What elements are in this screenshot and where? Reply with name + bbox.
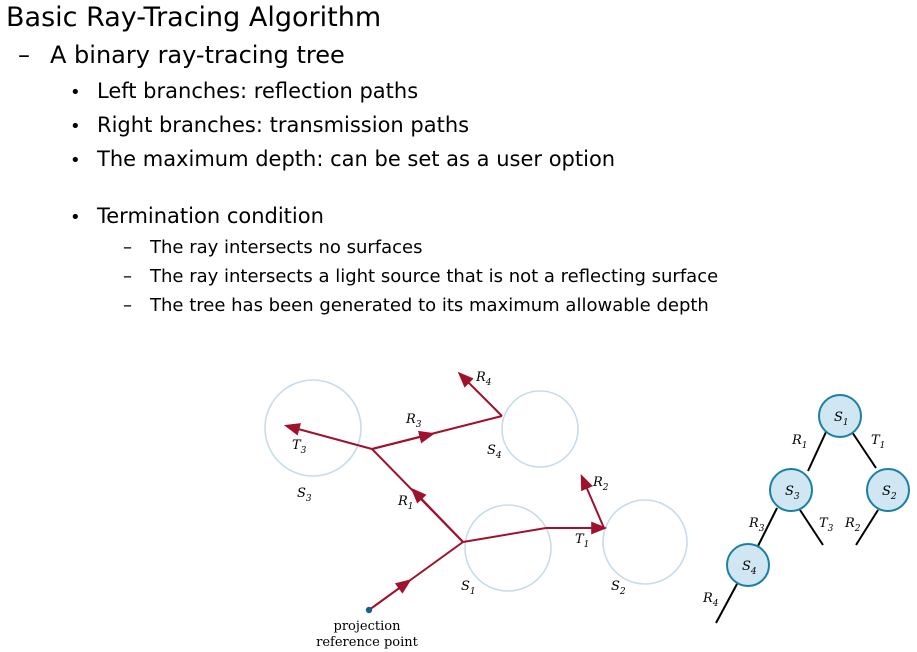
dash-marker: – [123,295,132,316]
edge-s1-s3 [807,431,827,472]
edge-s2-r2 [855,509,879,546]
edge-s4-r4 [715,583,738,624]
edge-s1-s2 [851,431,877,469]
ray-r4 [457,371,503,417]
bullet-text: The maximum depth: can be set as a user … [97,147,616,171]
tree-node-s1-label: S1 [834,410,849,428]
label-r2: R2 [592,475,609,493]
bullet-text: Left branches: reflection paths [97,79,419,103]
label-s2: S2 [611,579,626,597]
projection-reference-point-dot [365,606,373,614]
sphere-s1 [464,504,552,592]
edge-s3-t3 [799,509,824,546]
tree-nodes: S1 S3 S2 S4 [726,394,910,587]
tree-node-s3-label: S3 [785,484,800,502]
bullet-dot: • [70,116,81,137]
label-t3: T3 [292,438,307,456]
ray-r2 [580,474,605,529]
bullet-text: Right branches: transmission paths [97,113,470,137]
tree-node-s4-label: S4 [742,559,757,577]
tree-label-r4: R4 [702,591,719,609]
label-s1: S1 [461,579,476,597]
tree-node-s3 [769,468,813,512]
sub-bullet-no-surfaces: –The ray intersects no surfaces [123,237,423,258]
bullet-dot: • [70,207,81,228]
level1-item: –A binary ray-tracing tree [18,41,345,69]
tree-label-r2: R2 [844,516,861,534]
sphere-s4 [501,390,579,468]
tree-label-r1: R1 [791,433,808,451]
ray-t1 [462,527,547,543]
ray-r1-arrow [410,487,464,543]
tree-node-s1 [818,394,862,438]
sphere-s3 [264,379,362,477]
bullet-item-termination: • Termination condition [70,204,324,228]
tree-node-s2-label: S2 [882,484,897,502]
sub-bullet-text: The tree has been generated to its maxim… [150,295,709,316]
ray-r3-arrow [371,430,436,450]
dash-marker: – [18,41,30,69]
label-r1: R1 [397,494,414,512]
dash-marker: – [123,266,132,287]
ray-primary-arrow [368,579,412,611]
sub-bullet-light-source: –The ray intersects a light source that … [123,266,718,287]
slide-title: Basic Ray-Tracing Algorithm [6,2,382,33]
projection-label-line1: projection [334,619,402,634]
bullet-item-right-branches: • Right branches: transmission paths [70,113,469,137]
label-s4: S4 [487,443,502,461]
label-r4: R4 [475,370,492,388]
label-r3: R3 [405,412,422,430]
tree-node-s2 [866,468,910,512]
level1-text: A binary ray-tracing tree [50,41,345,69]
bullet-dot: • [70,150,81,171]
edge-s3-s4 [757,507,778,547]
tree-label-t1: T1 [871,433,885,451]
dash-marker: – [123,237,132,258]
tree-label-t3: T3 [819,516,834,534]
tree-label-r3: R3 [748,516,765,534]
ray-t3 [283,423,373,450]
sub-bullet-text: The ray intersects a light source that i… [150,266,719,287]
bullet-item-maximum-depth: • The maximum depth: can be set as a user… [70,147,615,171]
bullet-text: Termination condition [97,204,324,228]
tree-node-s4 [726,543,770,587]
sub-bullet-max-depth: –The tree has been generated to its maxi… [123,295,709,316]
sub-bullet-text: The ray intersects no surfaces [150,237,423,258]
tree-edges [715,431,879,624]
label-t1: T1 [575,532,589,550]
projection-label-line2: reference point [316,635,418,650]
scene-spheres [264,379,688,592]
tree-edge-labels: R1 T1 R3 T3 R2 R4 [702,433,885,609]
bullet-item-left-branches: • Left branches: reflection paths [70,79,418,103]
scene-labels: R4 R3 T3 S4 S3 R1 R2 T1 S1 S2 projection… [292,370,626,650]
bullet-dot: • [70,82,81,103]
scene-rays [283,371,608,611]
sphere-s2 [602,499,688,585]
label-s3: S3 [297,486,312,504]
